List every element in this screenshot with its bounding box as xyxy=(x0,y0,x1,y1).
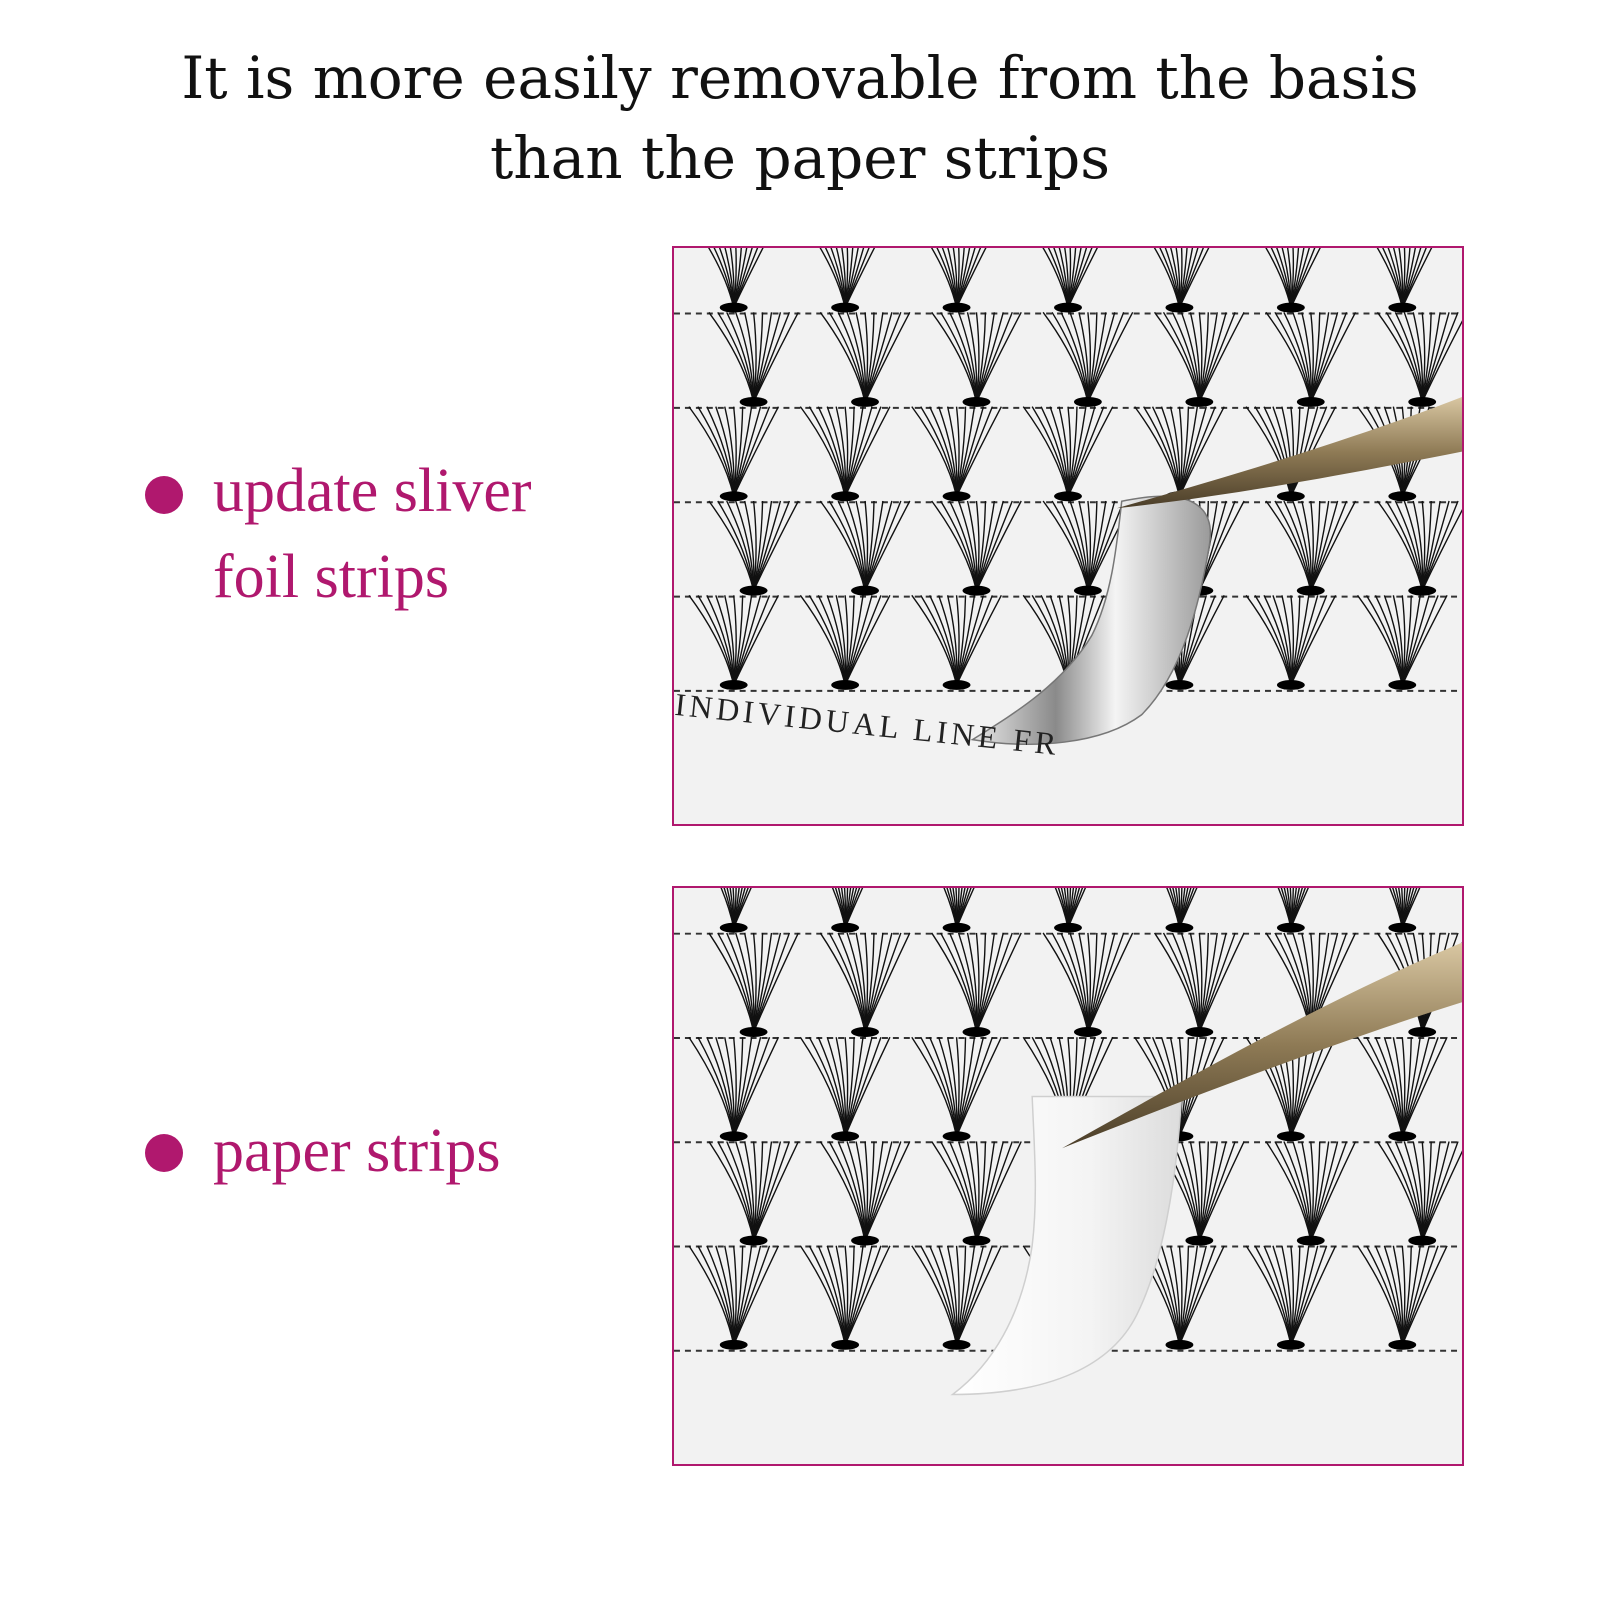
tweezers xyxy=(1116,396,1462,509)
paper-strip-peel xyxy=(950,1095,1183,1396)
feature-paper-strips: paper strips xyxy=(145,1108,565,1198)
paper-strip-illustration xyxy=(674,888,1462,1464)
foil-strip-peel xyxy=(970,495,1212,745)
lash-clusters xyxy=(674,248,1462,692)
feature-foil-label: update sliver foil strips xyxy=(213,448,532,620)
feature-foil-strips: update sliver foil strips xyxy=(145,448,605,628)
bullet-dot-icon xyxy=(145,476,183,514)
headline: It is more easily removable from the bas… xyxy=(0,38,1600,198)
headline-line-2: than the paper strips xyxy=(489,124,1111,192)
photo-foil-strip: INDIVIDUAL LINE FR xyxy=(672,246,1464,826)
feature-foil-line-2: foil strips xyxy=(213,543,449,611)
bullet-dot-icon xyxy=(145,1134,183,1172)
headline-line-1: It is more easily removable from the bas… xyxy=(181,44,1419,112)
feature-foil-line-1: update sliver xyxy=(213,457,532,525)
foil-strip-illustration: INDIVIDUAL LINE FR xyxy=(674,248,1462,824)
photo-paper-strip xyxy=(672,886,1464,1466)
feature-paper-line-1: paper strips xyxy=(213,1117,501,1185)
feature-paper-label: paper strips xyxy=(213,1108,501,1194)
tweezers xyxy=(1062,942,1462,1149)
